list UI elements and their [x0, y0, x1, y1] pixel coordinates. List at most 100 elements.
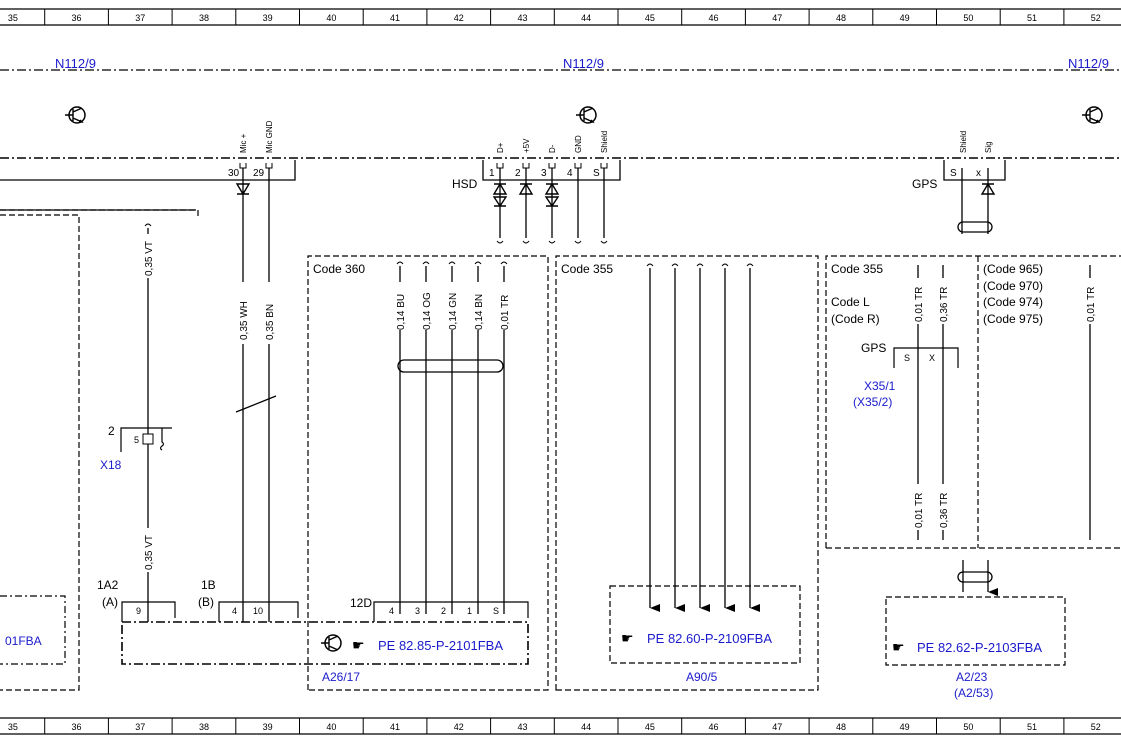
grid-column-number: 48	[836, 13, 846, 23]
hand-pointer-icon: ☛	[352, 637, 365, 653]
pin-socket	[522, 163, 530, 169]
x18-connector	[120, 427, 172, 452]
diode-icon	[492, 182, 508, 195]
wire-color-label: 0,35 WH	[239, 301, 250, 340]
component-a2-alt: (A2/53)	[954, 686, 993, 700]
grid-column-number: 40	[326, 722, 336, 732]
mic-connector	[0, 160, 296, 181]
twisted-pair-sheath	[397, 359, 504, 373]
gps-inner-label: GPS	[861, 341, 886, 355]
pin-number: 4	[567, 168, 573, 179]
x18-pin: 5	[134, 435, 139, 445]
wire-break-icon	[600, 240, 608, 244]
grid-column-number: 45	[645, 13, 655, 23]
gps-wires	[961, 168, 989, 234]
pin-mic-plus-socket	[239, 163, 247, 169]
a2-box	[885, 596, 1066, 666]
grid-column-number: 39	[263, 13, 273, 23]
gps-pin-label: Shield	[959, 131, 968, 153]
pin-socket	[496, 163, 504, 169]
grid-column-number: 50	[963, 13, 973, 23]
ref-a26: PE 82.85-P-2101FBA	[378, 638, 503, 653]
pin-number: 10	[253, 606, 263, 616]
wire-break-icon	[548, 240, 556, 244]
pin-socket	[600, 163, 608, 169]
code-l: Code L	[831, 295, 870, 309]
grid-column-number: 41	[390, 722, 400, 732]
c1a2-label: 1A2	[97, 578, 119, 592]
label-bg	[1084, 278, 1096, 324]
code360-boundary	[307, 255, 549, 691]
x18-pin-group: 2	[108, 424, 115, 438]
wire-color-label: 0,36 TR	[939, 493, 950, 528]
grid-column-number: 46	[709, 13, 719, 23]
component-a90: A90/5	[686, 670, 718, 684]
pin-number: S	[493, 606, 499, 616]
code355-wires	[646, 263, 760, 612]
label-bg	[912, 278, 924, 324]
wire-color-label: 0,01 TR	[1086, 287, 1097, 322]
code-970: (Code 970)	[983, 279, 1043, 293]
coax-sheath	[957, 221, 993, 233]
grid-column-number: 51	[1027, 13, 1037, 23]
a2-wires	[962, 560, 988, 592]
pin-number: 1	[489, 168, 495, 179]
wire-color-label: 0,01 TR	[500, 295, 511, 330]
hsd-label: HSD	[452, 177, 478, 191]
label-bg	[498, 282, 510, 330]
grid-column-number: 51	[1027, 722, 1037, 732]
label-bg	[142, 234, 154, 278]
wire-break-icon	[500, 261, 508, 265]
wire-color-label: 0,14 BN	[474, 294, 485, 330]
grid-column-number: 37	[135, 13, 145, 23]
hsd-pin-label: +5V	[522, 138, 531, 153]
coax-sheath	[957, 571, 993, 583]
pin-socket	[548, 163, 556, 169]
label-bg	[937, 484, 949, 530]
diode-icon	[518, 182, 534, 195]
diode-icon	[544, 196, 560, 208]
pin-number: X	[929, 353, 935, 363]
ground-symbol-icon	[1082, 106, 1103, 124]
c1a2-connector	[121, 601, 176, 622]
wire-color-label: 0,14 GN	[448, 293, 459, 330]
wire-color-label: 0,14 BU	[396, 294, 407, 330]
grid-column-number: 42	[454, 722, 464, 732]
pin-number: x	[976, 168, 981, 179]
gps-label: GPS	[912, 177, 937, 191]
wire-break-icon	[671, 263, 679, 267]
label-bg	[394, 282, 406, 330]
code-974: (Code 974)	[983, 295, 1043, 309]
grid-column-number: 46	[709, 722, 719, 732]
code355-mid-label: Code 355	[561, 262, 613, 276]
code355-right-boundary	[825, 255, 1121, 549]
wire-break-icon	[721, 263, 729, 267]
x18-pin-box	[142, 433, 154, 445]
left-component-boundary	[0, 209, 199, 691]
gps-pin-label: Sig	[984, 141, 993, 153]
grid-column-number: 52	[1091, 13, 1101, 23]
pin-number: S	[593, 168, 600, 179]
pin-mic-gnd-socket	[265, 163, 273, 169]
pin-number: 4	[389, 606, 394, 616]
grid-column-number: 44	[581, 13, 591, 23]
wire-break-icon	[396, 261, 404, 265]
diode-icon	[492, 196, 508, 208]
code-965: (Code 965)	[983, 262, 1043, 276]
grid-column-number: 47	[772, 722, 782, 732]
pin-socket	[574, 163, 582, 169]
c1b-alt: (B)	[198, 595, 214, 609]
wire-break-icon	[422, 261, 430, 265]
grid-column-number: 49	[900, 13, 910, 23]
wire-break-icon	[474, 261, 482, 265]
grid-column-number: 43	[517, 722, 527, 732]
pin-number: S	[904, 353, 910, 363]
code355-right-label: Code 355	[831, 262, 883, 276]
wire-color-label: 0,01 TR	[914, 493, 925, 528]
grid-column-number: 36	[72, 13, 82, 23]
wire-break-icon	[496, 240, 504, 244]
grid-column-number: 50	[963, 722, 973, 732]
grid-column-number: 48	[836, 722, 846, 732]
grid-column-number: 37	[135, 722, 145, 732]
